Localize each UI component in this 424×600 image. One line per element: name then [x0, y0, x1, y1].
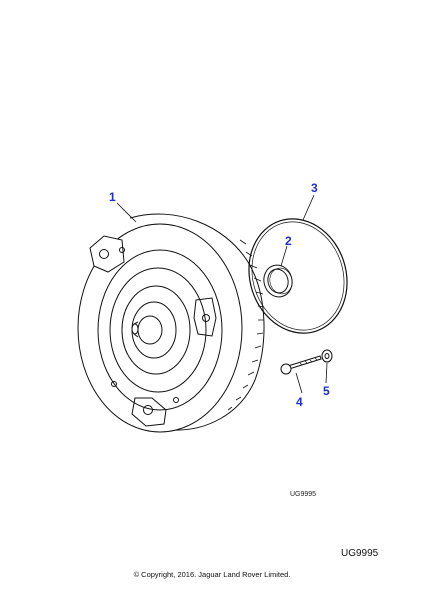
diagram-ref-small: UG9995	[290, 491, 317, 498]
washer	[321, 349, 333, 363]
callout-4: 4	[296, 395, 303, 409]
bolt	[280, 355, 322, 375]
torque-converter	[77, 213, 265, 433]
callout-2: 2	[285, 234, 292, 248]
callout-3: 3	[311, 181, 318, 195]
leader-lines	[116, 194, 328, 394]
oil-seal	[263, 264, 293, 298]
diagram-ref-code: UG9995	[341, 548, 379, 559]
callout-1: 1	[109, 190, 116, 204]
copyright-text: © Copyright, 2016. Jaguar Land Rover Lim…	[133, 570, 291, 579]
seal-ring	[248, 218, 348, 334]
callout-5: 5	[323, 384, 330, 398]
